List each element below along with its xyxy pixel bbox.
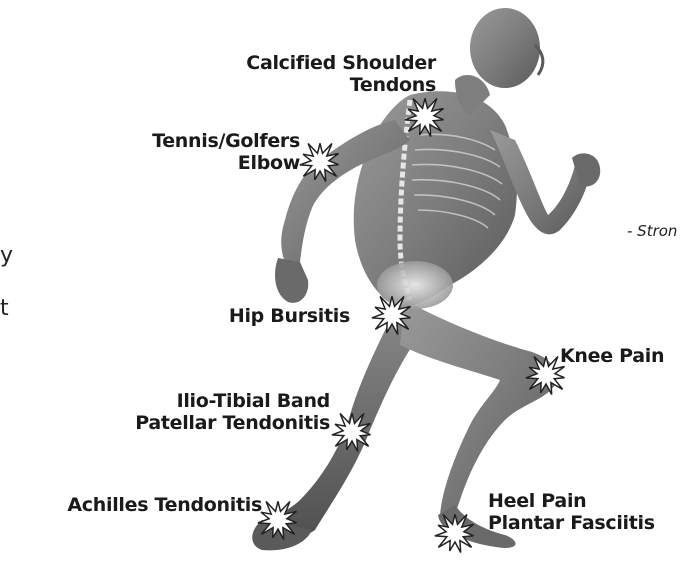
left-edge-fragment-1: y	[0, 243, 13, 268]
elbow-label: Tennis/Golfers Elbow	[90, 130, 300, 174]
itb-label-line1: Ilio-Tibial Band	[60, 390, 330, 412]
shoulder-label-line2: Tendons	[180, 74, 436, 96]
achilles-label: Achilles Tendonitis	[10, 494, 262, 516]
hip-label: Hip Bursitis	[160, 305, 350, 327]
knee-label-text: Knee Pain	[560, 345, 664, 367]
heel-label: Heel Pain Plantar Fasciitis	[488, 490, 655, 534]
achilles-label-text: Achilles Tendonitis	[10, 494, 262, 516]
knee-label: Knee Pain	[560, 345, 664, 367]
heel-label-line1: Heel Pain	[488, 490, 655, 512]
elbow-label-line2: Elbow	[90, 152, 300, 174]
right-edge-fragment: - Stron	[627, 222, 689, 240]
itb-label-line2: Patellar Tendonitis	[60, 412, 330, 434]
left-edge-fragment-2: t	[0, 296, 9, 321]
elbow-label-line1: Tennis/Golfers	[90, 130, 300, 152]
shoulder-label-line1: Calcified Shoulder	[180, 52, 436, 74]
head	[455, 8, 543, 115]
itb-label: Ilio-Tibial Band Patellar Tendonitis	[60, 390, 330, 434]
hip-label-text: Hip Bursitis	[160, 305, 350, 327]
shoulder-label: Calcified Shoulder Tendons	[180, 52, 436, 96]
heel-label-line2: Plantar Fasciitis	[488, 512, 655, 534]
